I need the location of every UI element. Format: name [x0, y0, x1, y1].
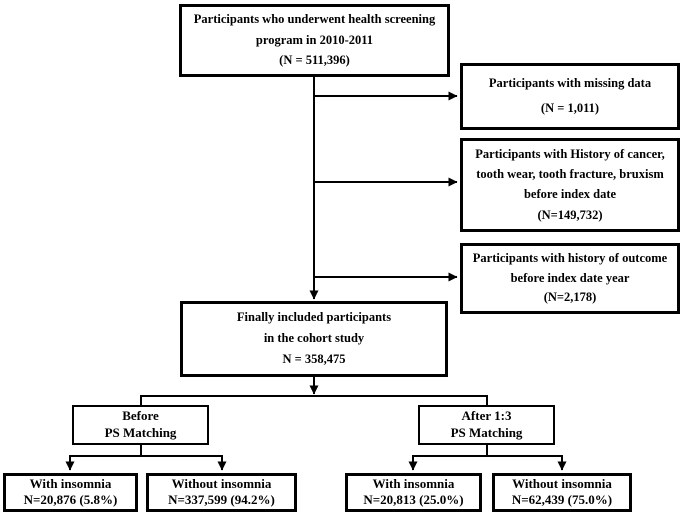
box-after-with-insomnia-label: With insomnia	[372, 476, 455, 492]
box-before-without-insomnia: Without insomnia N=337,599 (94.2%)	[146, 473, 297, 512]
box-final-cohort-line2: in the cohort study	[263, 331, 365, 346]
box-excluded-outcome-line2: before index date year	[510, 270, 630, 285]
box-after-ps-line2: PS Matching	[450, 425, 523, 441]
box-after-ps-matching: After 1:3 PS Matching	[418, 405, 555, 445]
box-after-ps-line1: After 1:3	[461, 408, 512, 424]
box-before-with-insomnia: With insomnia N=20,876 (5.8%)	[3, 473, 138, 512]
box-excluded-outcome-line1: Participants with history of outcome	[472, 250, 668, 265]
box-excluded-missing-line1: Participants with missing data	[488, 76, 652, 91]
box-excluded-history-count: (N=149,732)	[537, 207, 603, 222]
box-excluded-history: Participants with History of cancer, too…	[460, 138, 680, 232]
box-before-without-insomnia-label: Without insomnia	[171, 476, 272, 492]
box-after-without-insomnia-label: Without insomnia	[512, 476, 612, 492]
box-before-with-insomnia-label: With insomnia	[29, 476, 112, 492]
box-excluded-missing-count: (N = 1,011)	[540, 101, 600, 116]
box-after-without-insomnia: Without insomnia N=62,439 (75.0%)	[492, 473, 632, 512]
box-screening-line1: Participants who underwent health screen…	[193, 12, 436, 27]
box-after-with-insomnia-count: N=20,813 (25.0%)	[363, 492, 464, 508]
box-screening-line2: program in 2010-2011	[255, 32, 374, 47]
box-before-ps-matching: Before PS Matching	[72, 405, 209, 445]
box-excluded-outcome: Participants with history of outcome bef…	[460, 243, 680, 314]
box-excluded-outcome-count: (N=2,178)	[543, 290, 597, 305]
box-final-cohort: Finally included participants in the coh…	[180, 301, 448, 377]
box-excluded-history-line1: Participants with History of cancer,	[475, 146, 665, 161]
box-excluded-history-line2: tooth wear, tooth fracture, bruxism	[476, 166, 664, 181]
box-excluded-missing-data: Participants with missing data (N = 1,01…	[460, 63, 680, 130]
box-before-ps-line1: Before	[122, 408, 159, 424]
box-final-cohort-line1: Finally included participants	[236, 310, 392, 325]
box-before-without-insomnia-count: N=337,599 (94.2%)	[168, 492, 275, 508]
box-before-ps-line2: PS Matching	[104, 425, 177, 441]
box-screening-count: (N = 511,396)	[279, 52, 350, 67]
box-excluded-history-line3: before index date	[523, 187, 617, 202]
box-after-without-insomnia-count: N=62,439 (75.0%)	[511, 492, 613, 508]
box-before-with-insomnia-count: N=20,876 (5.8%)	[23, 492, 118, 508]
box-final-cohort-count: N = 358,475	[282, 352, 346, 367]
box-screening-population: Participants who underwent health screen…	[179, 4, 450, 77]
box-after-with-insomnia: With insomnia N=20,813 (25.0%)	[345, 473, 482, 512]
